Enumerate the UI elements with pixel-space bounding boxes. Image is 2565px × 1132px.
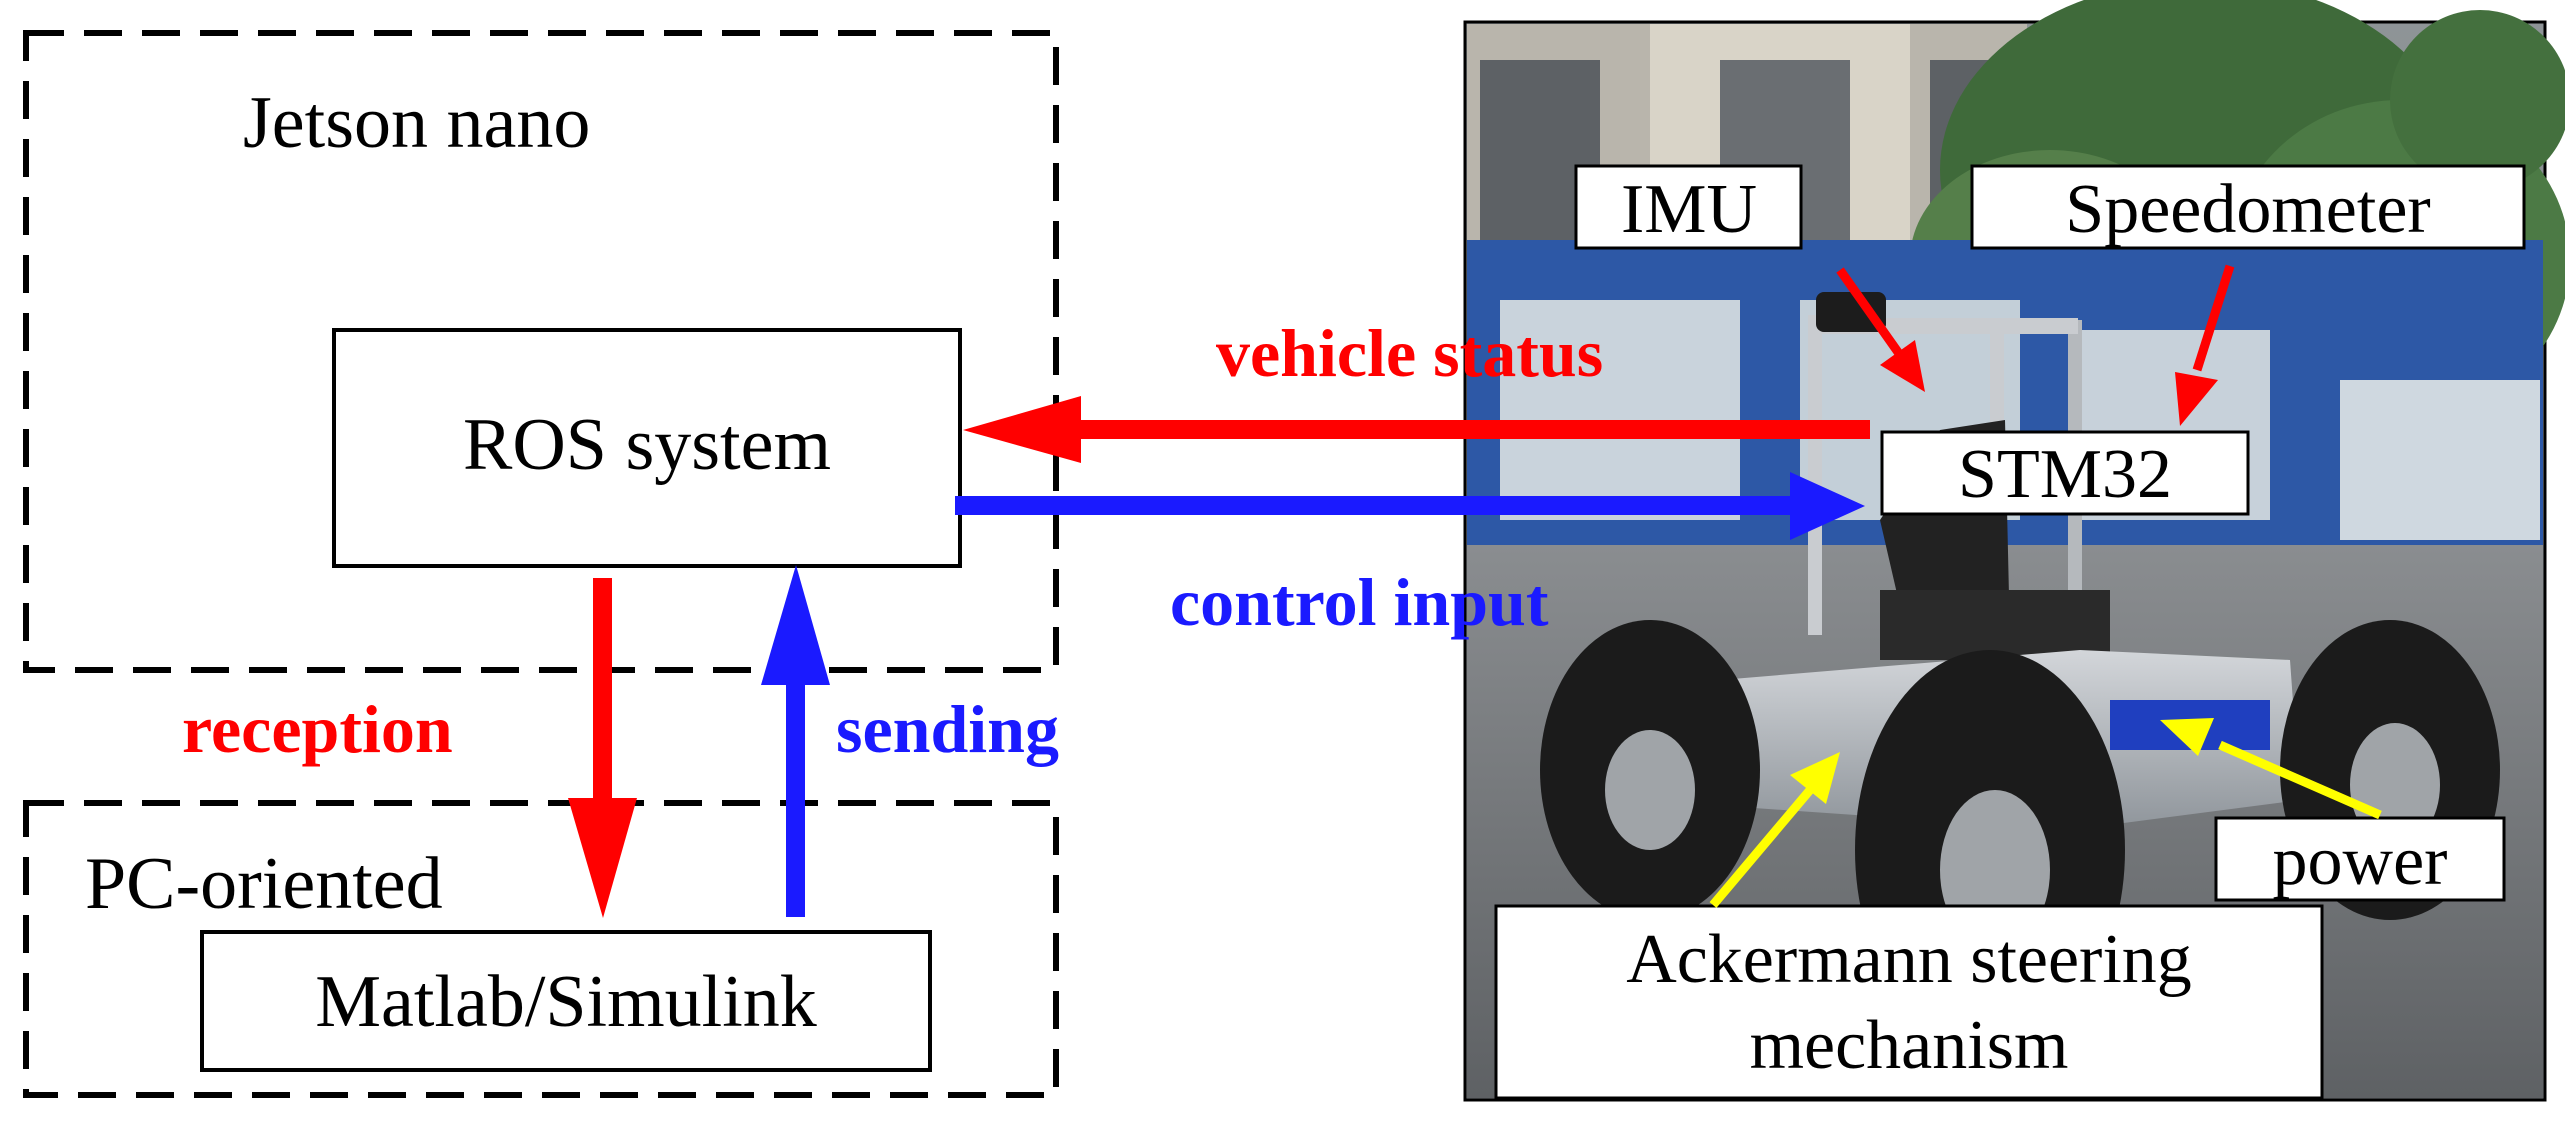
vehicle-status-label: vehicle status <box>1216 315 1603 391</box>
pc-oriented-box <box>23 800 1059 1098</box>
stm32-label-box <box>1880 430 2250 516</box>
vehicle-status-arrow <box>963 396 1870 463</box>
control-input-label: control input <box>1170 564 1549 640</box>
ros-system-label: ROS system <box>463 404 831 486</box>
stm32-label: STM32 <box>1958 436 2172 513</box>
pc-oriented-title: PC-oriented <box>85 843 443 925</box>
jetson-nano-title: Jetson nano <box>243 82 590 164</box>
jetson-nano-box <box>23 30 1059 673</box>
imu-pointer-arrow <box>1836 267 1925 392</box>
ackermann-label-line1: Ackermann steering <box>1626 921 2192 998</box>
imu-label: IMU <box>1621 171 1757 248</box>
matlab-simulink-label: Matlab/Simulink <box>315 961 817 1043</box>
control-input-arrow <box>955 472 1865 540</box>
reception-arrow <box>568 578 637 918</box>
speedometer-pointer-arrow <box>2175 264 2235 426</box>
sending-arrow <box>761 565 830 917</box>
speedometer-label: Speedometer <box>2065 171 2430 248</box>
power-label-box <box>2214 816 2506 902</box>
ackermann-label-line2: mechanism <box>1750 1007 2069 1084</box>
ros-system-box <box>332 328 962 568</box>
imu-label-box <box>1574 164 1803 250</box>
speedometer-label-box <box>1970 164 2526 250</box>
power-label: power <box>2273 823 2448 900</box>
reception-label: reception <box>182 691 453 767</box>
ackermann-pointer-arrow <box>1709 752 1840 908</box>
ackermann-label-box <box>1494 904 2324 1100</box>
power-pointer-arrow <box>2160 718 2382 820</box>
matlab-simulink-box <box>200 930 932 1072</box>
sending-label: sending <box>836 691 1059 767</box>
